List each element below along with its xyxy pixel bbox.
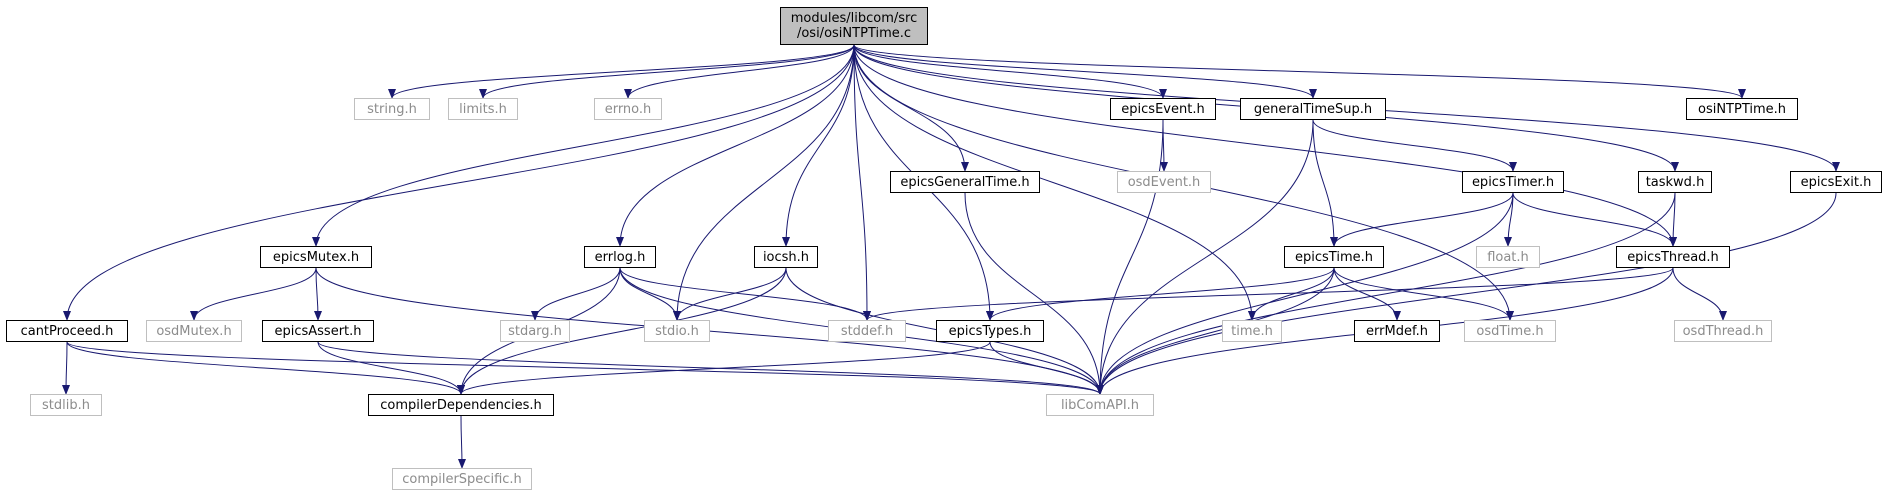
root-path-line1: modules/libcom/src xyxy=(790,11,918,26)
node-string-h[interactable]: string.h xyxy=(354,98,430,120)
edge-root-to-errno xyxy=(624,44,855,99)
edge-errlog-to-stdarg xyxy=(531,267,621,321)
edge-root-to-cantProceed xyxy=(63,44,855,321)
edge-root-to-osiNTPTime xyxy=(853,44,1746,99)
edge-epicsTimer-to-epicsThread xyxy=(1512,192,1677,247)
node-stdlib-h[interactable]: stdlib.h xyxy=(30,394,102,416)
edge-root-to-errlog xyxy=(616,44,855,247)
edge-epicsTime-to-time xyxy=(1248,267,1335,321)
node-epicsmutex-h[interactable]: epicsMutex.h xyxy=(260,246,372,268)
edge-epicsTime-to-epicsTypes xyxy=(986,267,1335,321)
edge-generalTimeSup-to-epicsTimer xyxy=(1312,119,1517,172)
node-compilerspecific-h[interactable]: compilerSpecific.h xyxy=(392,468,532,490)
edge-root-to-time xyxy=(853,44,1256,321)
edge-errlog-to-stddef xyxy=(619,267,871,321)
edge-root-to-stdio xyxy=(673,44,855,321)
node-epicsthread-h[interactable]: epicsThread.h xyxy=(1616,246,1730,268)
edge-root-to-epicsThread xyxy=(853,44,1677,247)
edge-epicsTypes-to-compilerDependencies xyxy=(457,341,991,395)
node-root-file[interactable]: modules/libcom/src /osi/osiNTPTime.c xyxy=(780,7,928,45)
edge-epicsMutex-to-epicsAssert xyxy=(313,267,322,321)
edge-epicsTime-to-libComAPI xyxy=(1096,267,1335,395)
edge-root-to-epicsEvent xyxy=(853,44,1167,99)
edge-epicsGeneralTime-to-libComAPI xyxy=(964,192,1104,395)
edge-epicsAssert-to-libComAPI xyxy=(317,341,1104,395)
edge-root-to-iocsh xyxy=(782,44,855,247)
edge-epicsThread-to-stddef xyxy=(863,267,1674,321)
edge-epicsMutex-to-osdMutex xyxy=(190,267,317,321)
node-libcomapi-h[interactable]: libComAPI.h xyxy=(1046,394,1154,416)
edge-root-to-generalTimeSup xyxy=(853,44,1317,99)
edge-taskwd-to-epicsThread xyxy=(1669,192,1678,247)
edge-epicsTimer-to-libComAPI xyxy=(1096,192,1514,395)
node-errmdef-h[interactable]: errMdef.h xyxy=(1354,320,1440,342)
edge-cantProceed-to-libComAPI xyxy=(66,341,1104,395)
node-stdio-h[interactable]: stdio.h xyxy=(644,320,710,342)
node-stdarg-h[interactable]: stdarg.h xyxy=(500,320,570,342)
edge-root-to-string xyxy=(388,44,855,99)
node-epicstime-h[interactable]: epicsTime.h xyxy=(1284,246,1384,268)
edge-iocsh-to-compilerDependencies xyxy=(457,267,787,395)
node-errlog-h[interactable]: errlog.h xyxy=(584,246,656,268)
edge-generalTimeSup-to-epicsTime xyxy=(1312,119,1338,247)
node-taskwd-h[interactable]: taskwd.h xyxy=(1638,171,1712,193)
edge-taskwd-to-libComAPI xyxy=(1096,192,1676,395)
node-osdthread-h[interactable]: osdThread.h xyxy=(1674,320,1772,342)
edge-root-to-epicsMutex xyxy=(312,44,855,247)
node-limits-h[interactable]: limits.h xyxy=(448,98,518,120)
edge-root-to-stddef xyxy=(853,44,871,321)
edge-cantProceed-to-stdlib xyxy=(62,341,71,395)
edge-iocsh-to-stdio xyxy=(673,267,787,321)
node-cantproceed-h[interactable]: cantProceed.h xyxy=(6,320,128,342)
edge-root-to-limits xyxy=(479,44,855,99)
edge-epicsExit-to-libComAPI xyxy=(1096,192,1837,395)
node-epicstypes-h[interactable]: epicsTypes.h xyxy=(936,320,1044,342)
node-epicstimer-h[interactable]: epicsTimer.h xyxy=(1462,171,1564,193)
node-epicsassert-h[interactable]: epicsAssert.h xyxy=(262,320,374,342)
node-generaltimesup-h[interactable]: generalTimeSup.h xyxy=(1240,98,1386,120)
edge-epicsThread-to-osdThread xyxy=(1672,267,1727,321)
node-epicsgeneraltime-h[interactable]: epicsGeneralTime.h xyxy=(890,171,1040,193)
edge-epicsTime-to-osdTime xyxy=(1333,267,1514,321)
node-osdmutex-h[interactable]: osdMutex.h xyxy=(146,320,242,342)
node-osintptime-h[interactable]: osiNTPTime.h xyxy=(1686,98,1798,120)
edge-cantProceed-to-compilerDependencies xyxy=(66,341,465,395)
edge-generalTimeSup-to-libComAPI xyxy=(1096,119,1314,395)
edge-root-to-epicsGeneralTime xyxy=(853,44,969,172)
node-compilerdependencies-h[interactable]: compilerDependencies.h xyxy=(368,394,554,416)
edge-compilerDependencies-to-compilerSpecific xyxy=(457,415,466,469)
edge-epicsTimer-to-epicsTime xyxy=(1330,192,1514,247)
edge-epicsAssert-to-compilerDependencies xyxy=(317,341,465,395)
edge-epicsTime-to-errMdef xyxy=(1333,267,1401,321)
edge-epicsTypes-to-libComAPI xyxy=(989,341,1104,395)
root-path-line2: /osi/osiNTPTime.c xyxy=(796,26,912,41)
node-osdtime-h[interactable]: osdTime.h xyxy=(1464,320,1556,342)
node-epicsexit-h[interactable]: epicsExit.h xyxy=(1790,171,1882,193)
node-time-h[interactable]: time.h xyxy=(1222,320,1282,342)
node-stddef-h[interactable]: stddef.h xyxy=(828,320,906,342)
node-float-h[interactable]: float.h xyxy=(1476,246,1540,268)
node-iocsh-h[interactable]: iocsh.h xyxy=(754,246,818,268)
node-errno-h[interactable]: errno.h xyxy=(594,98,662,120)
node-osdevent-h[interactable]: osdEvent.h xyxy=(1117,171,1211,193)
edge-epicsEvent-to-libComAPI xyxy=(1096,119,1164,395)
node-epicsevent-h[interactable]: epicsEvent.h xyxy=(1110,98,1216,120)
